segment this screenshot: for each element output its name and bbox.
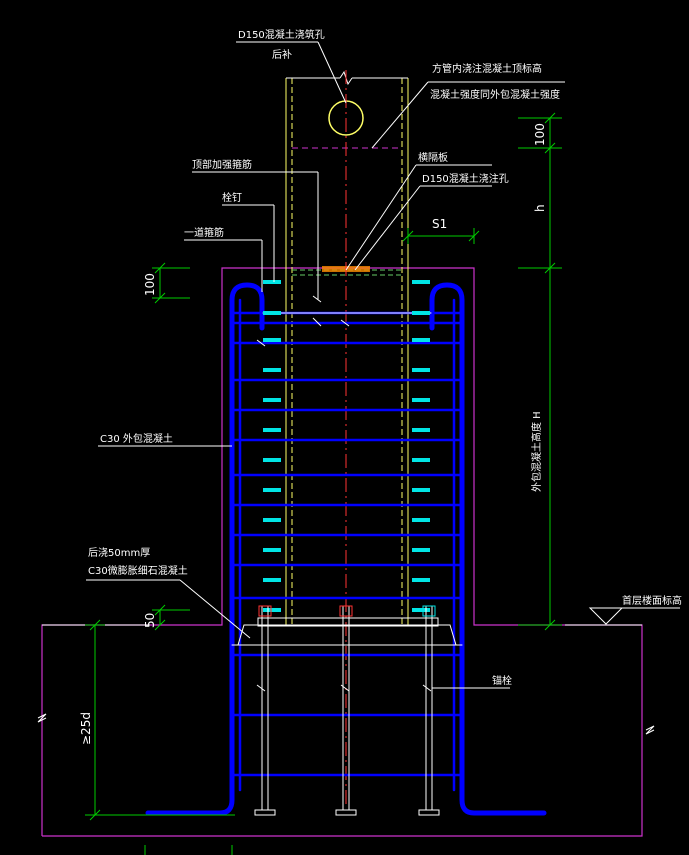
label-tube-concrete-2: 混凝土强度同外包混凝土强度 (430, 88, 560, 101)
stud-right-1 (412, 311, 430, 315)
label-height-h: 外包混凝土高度 H (530, 411, 543, 492)
break-marks (37, 713, 655, 735)
label-hole-top: D150混凝土浇筑孔 (238, 28, 325, 41)
label-tube-concrete-1: 方管内浇注混凝土顶标高 (432, 62, 542, 75)
dimension-texts: 100 h S1 100 50 ≥25d (79, 123, 547, 745)
label-hole-top-sub: 后补 (272, 48, 292, 61)
stud-left-8 (263, 518, 281, 522)
stud-right-6 (412, 458, 430, 462)
label-diaphragm: 横隔板 (418, 151, 448, 164)
dim-s1: S1 (432, 217, 447, 231)
stud-left-7 (263, 488, 281, 492)
stud-left-2 (263, 338, 281, 342)
leader-lines (86, 41, 565, 689)
stud-left-11 (263, 608, 281, 612)
stud-right-3 (412, 368, 430, 372)
stud-right-8 (412, 518, 430, 522)
diaphragm-plate (292, 269, 402, 276)
stud-left-10 (263, 578, 281, 582)
anchor-bolts (254, 605, 440, 816)
stud-right-0 (412, 280, 430, 284)
stud-left-4 (263, 398, 281, 402)
dim-h: h (533, 204, 547, 212)
stud-left-6 (263, 458, 281, 462)
anchor-bolt-center (335, 605, 357, 816)
stud-right-2 (412, 338, 430, 342)
anchor-bolt-left (254, 605, 276, 816)
label-grout-2: C30微膨胀细石混凝土 (88, 564, 188, 577)
label-first-stirrup: 一道箍筋 (184, 226, 224, 239)
label-outer-concrete: C30 外包混凝土 (100, 432, 173, 445)
label-grout-1: 后浇50mm厚 (88, 546, 150, 559)
stud-left-1 (263, 311, 281, 315)
dim-100-top: 100 (533, 123, 547, 146)
stud-right-10 (412, 578, 430, 582)
stud-right-9 (412, 548, 430, 552)
rebar-ticks (256, 295, 432, 692)
dimension-lines (85, 112, 562, 855)
label-top-stirrup: 顶部加强箍筋 (192, 158, 252, 171)
floor-level-symbol (588, 607, 680, 625)
stud-right-4 (412, 398, 430, 402)
stud-left-5 (263, 428, 281, 432)
stud-left-9 (263, 548, 281, 552)
stud-right-7 (412, 488, 430, 492)
stud-left-0 (263, 280, 281, 284)
label-floor-level: 首层楼面标高 (622, 594, 682, 607)
stud-right-5 (412, 428, 430, 432)
rebar-cage (145, 282, 547, 816)
label-stud: 栓钉 (222, 191, 242, 204)
base-plate (237, 617, 457, 646)
stud-group (263, 280, 430, 612)
label-anchor: 锚栓 (492, 674, 512, 687)
stud-right-11 (412, 608, 430, 612)
annotation-labels: D150混凝土浇筑孔 后补 方管内浇注混凝土顶标高 混凝土强度同外包混凝土强度 … (88, 28, 682, 687)
anchor-bolt-right (418, 605, 440, 816)
dim-100-left: 100 (143, 273, 157, 296)
steel-tube (285, 70, 409, 625)
dim-anchor-len: ≥25d (79, 712, 93, 745)
label-hole-pour: D150混凝土浇注孔 (422, 172, 509, 185)
dim-50: 50 (143, 613, 157, 628)
stud-left-3 (263, 368, 281, 372)
